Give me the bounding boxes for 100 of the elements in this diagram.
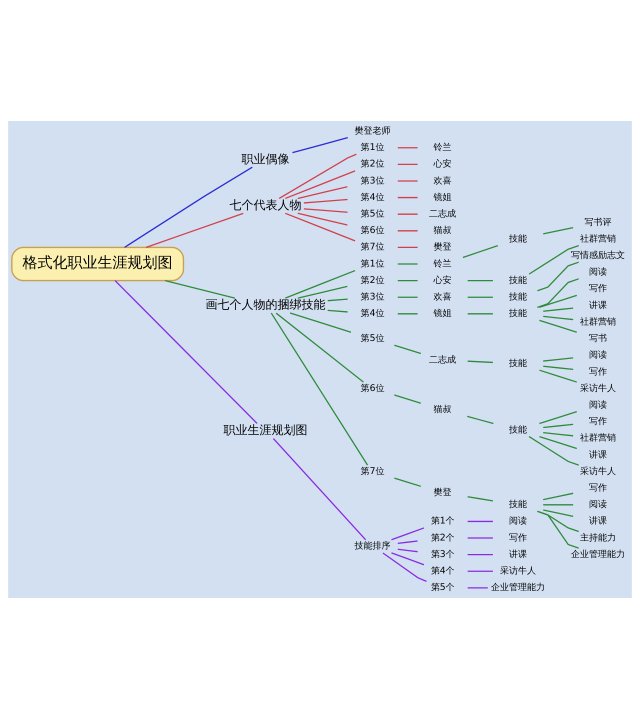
node-text: 第3位 [360, 292, 385, 303]
connector [468, 570, 493, 572]
connector [543, 316, 574, 320]
node-text: 第2位 [360, 274, 385, 286]
node-text: 采访牛人 [580, 466, 616, 477]
connector [543, 307, 574, 312]
node-text: 写情感励志文 [571, 250, 626, 262]
node-text: 技能 [508, 308, 527, 320]
node-text: 铃兰 [434, 142, 452, 154]
node-text: 写作 [589, 283, 608, 294]
node-text: 第7位 [360, 242, 385, 253]
node-text: 讲课 [589, 449, 608, 460]
connector [328, 310, 348, 313]
connector [298, 212, 348, 226]
node-text: 阅读 [589, 399, 608, 410]
connector [468, 496, 494, 502]
connector [146, 212, 244, 248]
node-text: 技能 [508, 292, 527, 303]
connector [304, 198, 348, 204]
node-text: 第5个 [430, 582, 455, 594]
node-text: 阅读 [508, 516, 527, 527]
node-text: 心安 [434, 274, 452, 286]
node-text: 镜姐 [434, 192, 452, 203]
node-text: 社群营销 [580, 432, 616, 444]
connector [394, 477, 422, 487]
connector [394, 344, 422, 354]
node-text: 欢喜 [434, 292, 452, 303]
connector [468, 296, 493, 298]
node-text: 樊登 [434, 487, 452, 498]
node-text: 心安 [434, 158, 452, 170]
node-box: 格式化职业生涯规划图 [11, 246, 184, 282]
connector [391, 527, 424, 540]
connector [468, 587, 488, 588]
node-text: 第3个 [430, 548, 455, 560]
connector [543, 226, 574, 235]
connector [124, 166, 253, 248]
connector [543, 509, 574, 517]
connector [468, 554, 493, 556]
node-text: 阅读 [589, 350, 608, 361]
connector [543, 504, 574, 506]
connector [394, 394, 422, 404]
connector [543, 424, 574, 428]
connector [537, 262, 579, 292]
connector [270, 312, 368, 466]
node-text: 第2个 [430, 532, 455, 544]
node-text: 第3位 [360, 175, 385, 186]
node-text: 镜姐 [434, 308, 452, 320]
connector [398, 230, 418, 232]
node-text: 采访牛人 [580, 382, 616, 394]
node-text: 采访牛人 [500, 566, 536, 577]
connector [292, 137, 348, 154]
node-text: 主持能力 [580, 532, 616, 544]
node-text: 写作 [589, 482, 608, 494]
connector [543, 357, 574, 362]
connector [114, 280, 258, 424]
connector [398, 280, 418, 282]
node-text: 技能 [508, 274, 527, 286]
connector [462, 244, 498, 258]
node-text: 第6位 [360, 225, 385, 236]
connector [298, 186, 348, 200]
node-text: 技能 [508, 233, 527, 244]
node-text: 画七个人物的捆绑技能 [206, 298, 326, 312]
node-text: 社群营销 [580, 316, 616, 328]
node-text: 第4位 [360, 308, 385, 320]
connector [398, 548, 418, 552]
connector [468, 313, 493, 314]
node-text: 第5位 [360, 208, 385, 220]
node-text: 写作 [589, 366, 608, 378]
connector [398, 196, 418, 198]
node-text: 写作 [508, 532, 527, 544]
node-text: 樊登老师 [354, 125, 391, 136]
connector [285, 170, 356, 200]
node-text: 讲课 [589, 300, 608, 311]
connector [165, 280, 236, 299]
node-text: 二志成 [429, 208, 456, 220]
connector [272, 438, 366, 540]
connector [539, 436, 577, 450]
node-text: 铃兰 [434, 258, 452, 270]
connector [398, 263, 418, 265]
connector [543, 366, 574, 370]
connector [468, 537, 493, 539]
connector [543, 432, 574, 436]
connector [285, 270, 356, 299]
connector [398, 147, 418, 148]
node-text: 职业偶像 [242, 152, 290, 166]
connector [528, 436, 579, 466]
connector [298, 286, 348, 299]
node-text: 写书评 [584, 216, 612, 228]
connector [382, 552, 427, 582]
node-text: 欢喜 [434, 175, 452, 186]
node-text: 技能排序 [354, 540, 391, 552]
node-text: 讲课 [508, 548, 527, 560]
node-text: 第1个 [430, 516, 455, 527]
node-text: 阅读 [589, 499, 608, 510]
connector [391, 552, 424, 566]
node-text: 第1位 [360, 258, 385, 270]
connector [528, 244, 579, 275]
connector [539, 320, 577, 333]
connector [398, 246, 418, 248]
connector [537, 278, 579, 308]
